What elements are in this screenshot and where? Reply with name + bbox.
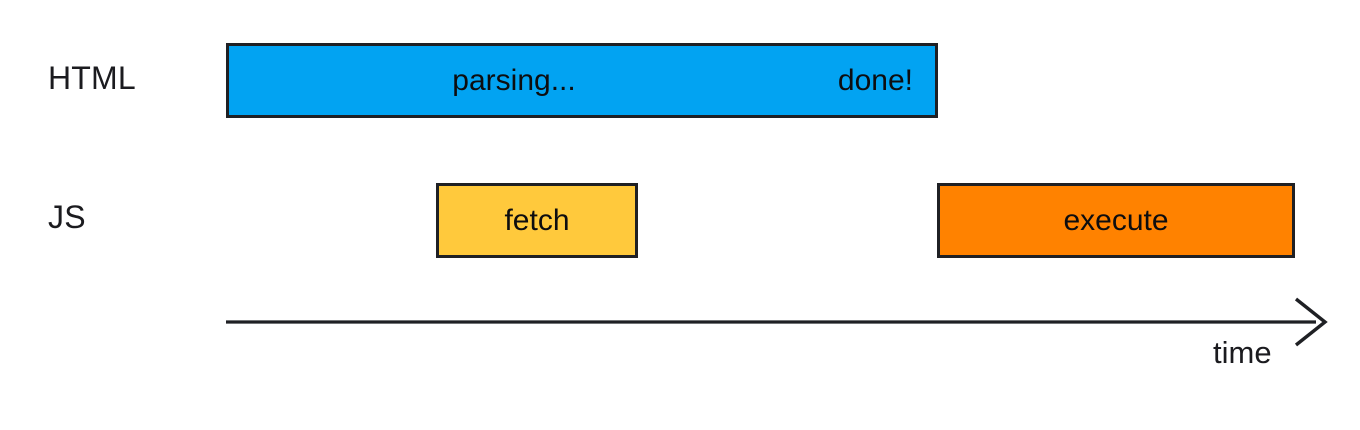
- js-fetch-label: fetch: [504, 203, 570, 237]
- row-label-js: JS: [48, 199, 86, 235]
- html-parsing-label: parsing...: [452, 63, 576, 97]
- js-execute-label: execute: [1063, 203, 1169, 237]
- js-execute-bar: execute: [937, 183, 1295, 258]
- time-axis: [226, 297, 1328, 347]
- js-fetch-bar: fetch: [436, 183, 638, 258]
- html-parsing-bar: parsing... done!: [226, 43, 938, 118]
- time-axis-label: time: [1213, 335, 1272, 370]
- time-axis-arrowhead-icon: [1294, 297, 1328, 347]
- row-label-html: HTML: [48, 60, 136, 96]
- html-done-label: done!: [837, 63, 913, 97]
